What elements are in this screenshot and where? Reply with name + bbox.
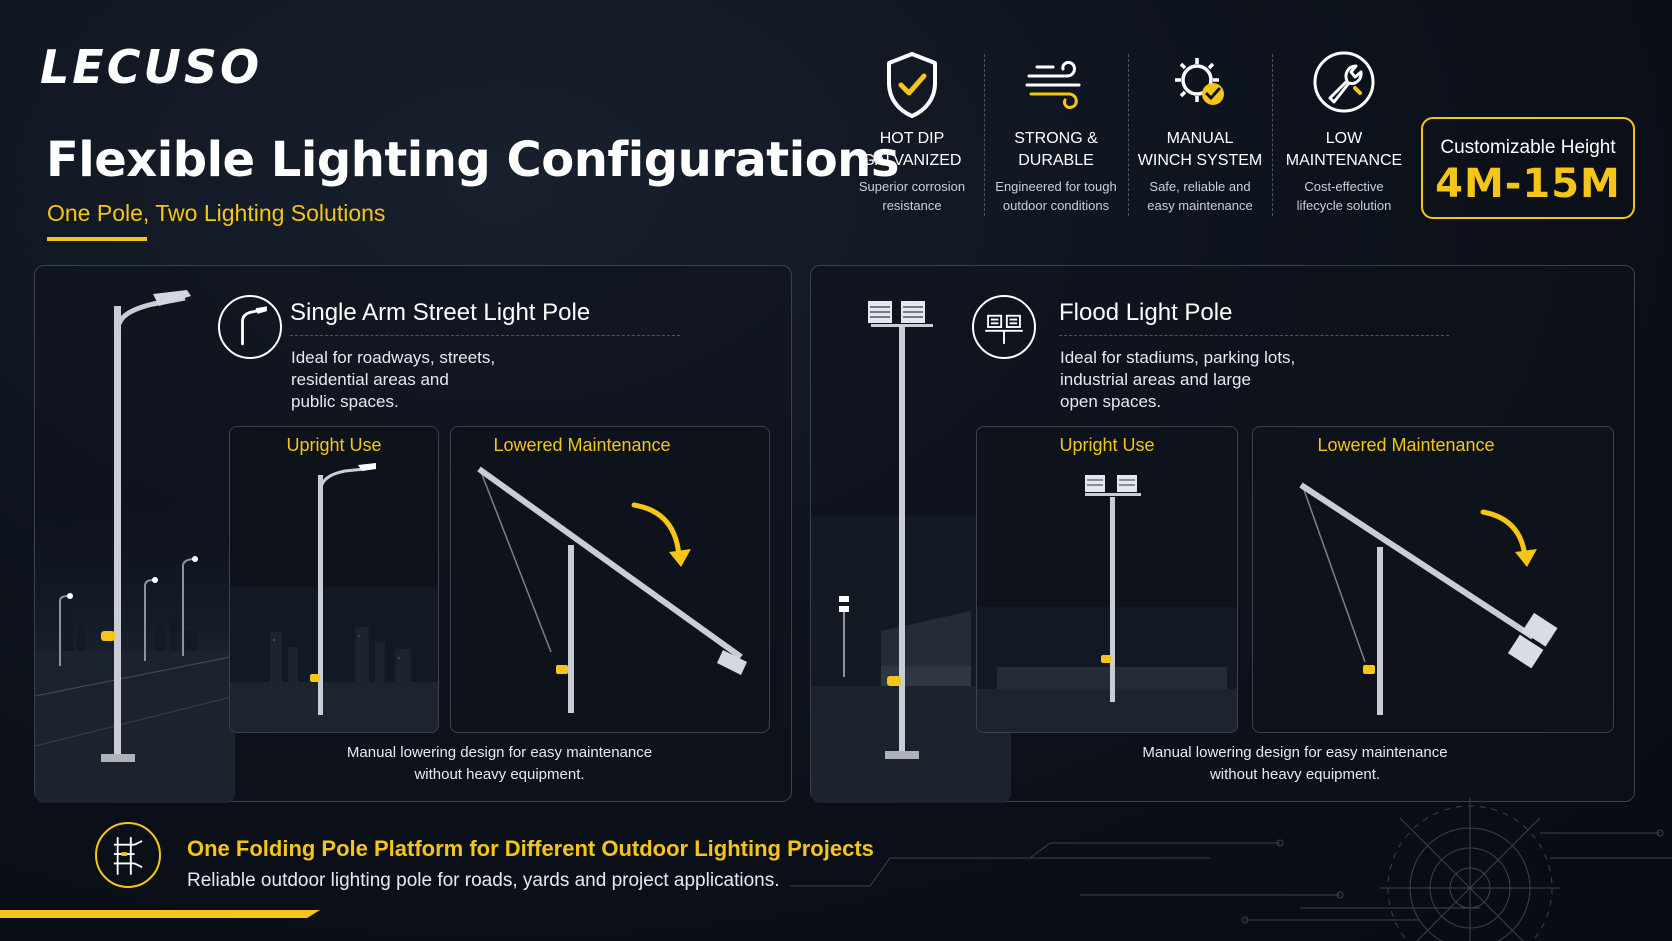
title-underline — [47, 237, 147, 241]
upright-label: Upright Use — [286, 435, 382, 455]
panel-title: Single Arm Street Light Pole — [290, 299, 591, 326]
circuit-decoration — [790, 798, 1672, 941]
street-night-scene — [35, 290, 235, 803]
wrench-icon — [1313, 51, 1375, 113]
shield-check-icon — [887, 52, 937, 118]
folding-pole-icon — [95, 822, 161, 888]
gear-check-icon — [1175, 58, 1224, 105]
feature-maintenance: LOW MAINTENANCE Cost-effective lifecycle… — [1272, 48, 1416, 220]
lowered-view: Lowered Maintenance — [450, 426, 770, 733]
lowered-pole-illustration — [1299, 482, 1558, 715]
footer-description: Reliable outdoor lighting pole for roads… — [187, 870, 780, 891]
upright-label: Upright Use — [1059, 435, 1155, 455]
panel-caption: Manual lowering design for easy maintena… — [346, 744, 653, 783]
title-rule — [1059, 335, 1449, 336]
upright-view: Upright Use — [976, 426, 1238, 733]
panel-description: Ideal for stadiums, parking lots, indust… — [1060, 348, 1296, 411]
panel-description: Ideal for roadways, streets, residential… — [291, 348, 496, 411]
upright-pole-illustration — [977, 475, 1237, 732]
panel-flood-light: Flood Light Pole Ideal for stadiums, par… — [810, 265, 1635, 803]
street-light-icon — [218, 295, 282, 359]
flood-light-icon — [972, 295, 1036, 359]
wind-icon — [1025, 61, 1081, 109]
footer-accent-bar — [0, 910, 320, 918]
feature-winch: MANUAL WINCH SYSTEM Safe, reliable and e… — [1128, 48, 1272, 220]
panel-street-light: Single Arm Street Light Pole Ideal for r… — [34, 265, 792, 803]
feature-title: HOT DIP GALVANIZED — [862, 130, 962, 169]
feature-title: STRONG & DURABLE — [1014, 130, 1098, 169]
upright-pole-illustration — [230, 463, 438, 732]
feature-desc: Cost-effective lifecycle solution — [1296, 179, 1392, 213]
feature-galvanized: HOT DIP GALVANIZED Superior corrosion re… — [840, 48, 984, 220]
lowered-pole-illustration — [477, 466, 747, 713]
footer-title: One Folding Pole Platform for Different … — [187, 836, 874, 861]
title-rule — [290, 335, 680, 336]
panel-caption: Manual lowering design for easy maintena… — [1142, 744, 1448, 783]
feature-durable: STRONG & DURABLE Engineered for tough ou… — [984, 48, 1128, 220]
feature-desc: Superior corrosion resistance — [858, 179, 966, 213]
feature-list: HOT DIP GALVANIZED Superior corrosion re… — [840, 48, 1416, 220]
upright-view: Upright Use — [229, 426, 439, 733]
feature-desc: Engineered for tough outdoor conditions — [995, 179, 1117, 213]
height-badge: Customizable Height 4M-15M — [1421, 117, 1635, 219]
feature-title: MANUAL WINCH SYSTEM — [1137, 130, 1263, 169]
height-value: 4M-15M — [1435, 161, 1621, 207]
lowered-label: Lowered Maintenance — [493, 435, 671, 455]
page-subtitle: One Pole, Two Lighting Solutions — [47, 200, 386, 226]
panel-title: Flood Light Pole — [1059, 299, 1233, 326]
feature-desc: Safe, reliable and easy maintenance — [1147, 179, 1253, 213]
lowered-label: Lowered Maintenance — [1317, 435, 1495, 455]
height-label: Customizable Height — [1440, 137, 1616, 158]
feature-title: LOW MAINTENANCE — [1285, 130, 1403, 169]
page-title: Flexible Lighting Configurations — [46, 132, 899, 188]
lowered-view: Lowered Maintenance — [1252, 426, 1614, 733]
brand-logo: LECUSO — [40, 40, 263, 94]
